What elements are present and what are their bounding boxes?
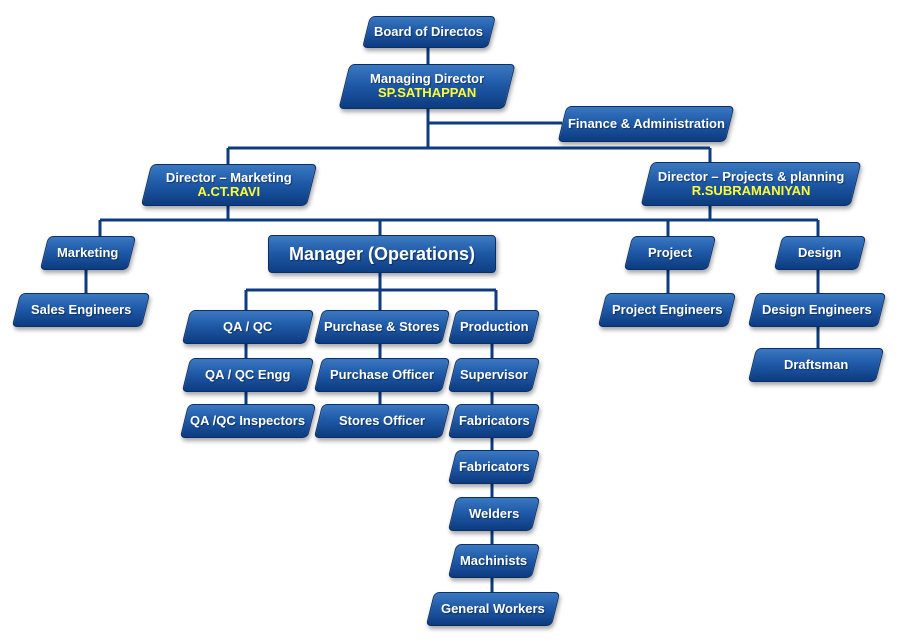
project-label: Project (647, 244, 693, 260)
draftsman-label: Draftsman (783, 356, 849, 372)
purchase-stores-label: Purchase & Stores (324, 318, 440, 334)
managing-director-name: SP.SATHAPPAN (377, 85, 477, 101)
fabricators-box-1: Fabricators (447, 404, 541, 438)
draftsman-box: Draftsman (747, 348, 885, 382)
supervisor-label: Supervisor (460, 366, 528, 382)
fabricators-box-2: Fabricators (447, 450, 541, 484)
machinists-label: Machinists (460, 552, 528, 568)
supervisor-box: Supervisor (447, 358, 541, 392)
purchase-officer-box: Purchase Officer (313, 358, 451, 392)
design-label: Design (798, 244, 842, 260)
qa-qc-engg-box: QA / QC Engg (181, 358, 315, 392)
production-label: Production (459, 318, 529, 334)
managing-director-box: Managing Director SP.SATHAPPAN (338, 64, 516, 109)
general-workers-label: General Workers (441, 600, 545, 616)
fabricators-label-2: Fabricators (458, 458, 530, 474)
marketing-box: Marketing (39, 236, 137, 270)
director-marketing-title: Director – Marketing (166, 169, 292, 185)
project-box: Project (623, 236, 717, 270)
qa-qc-box: QA / QC (181, 310, 315, 344)
design-engineers-label: Design Engineers (762, 301, 872, 317)
director-projects-title: Director – Projects & planning (657, 168, 845, 184)
finance-administration-label: Finance & Administration (567, 115, 725, 131)
qa-qc-label: QA / QC (223, 318, 273, 334)
marketing-label: Marketing (57, 244, 119, 260)
production-box: Production (447, 310, 541, 344)
finance-administration-box: Finance & Administration (557, 106, 735, 142)
sales-engineers-label: Sales Engineers (30, 301, 132, 317)
director-marketing-box: Director – Marketing A.CT.RAVI (140, 164, 318, 206)
director-marketing-name: A.CT.RAVI (197, 184, 261, 199)
director-projects-box: Director – Projects & planning R.SUBRAMA… (640, 162, 862, 206)
stores-officer-label: Stores Officer (339, 412, 425, 428)
general-workers-box: General Workers (425, 592, 561, 626)
stores-officer-box: Stores Officer (313, 404, 451, 438)
fabricators-label-1: Fabricators (458, 412, 530, 428)
design-engineers-box: Design Engineers (747, 293, 887, 327)
sales-engineers-box: Sales Engineers (11, 293, 151, 327)
purchase-stores-box: Purchase & Stores (313, 310, 451, 344)
manager-operations-label: Manager (Operations) (288, 243, 476, 264)
project-engineers-box: Project Engineers (597, 293, 737, 327)
qa-qc-engg-label: QA / QC Engg (205, 366, 291, 382)
project-engineers-label: Project Engineers (611, 301, 723, 317)
qa-qc-inspectors-box: QA /QC Inspectors (179, 404, 317, 438)
welders-box: Welders (447, 497, 541, 531)
qa-qc-inspectors-label: QA /QC Inspectors (190, 412, 306, 428)
board-of-directors-box: Board of Directos (362, 16, 496, 48)
welders-label: Welders (468, 505, 520, 521)
machinists-box: Machinists (447, 544, 541, 578)
purchase-officer-label: Purchase Officer (329, 366, 435, 382)
director-projects-name: R.SUBRAMANIYAN (691, 183, 811, 198)
design-box: Design (773, 236, 867, 270)
board-of-directors-label: Board of Directos (374, 23, 484, 39)
manager-operations-box: Manager (Operations) (268, 235, 496, 273)
